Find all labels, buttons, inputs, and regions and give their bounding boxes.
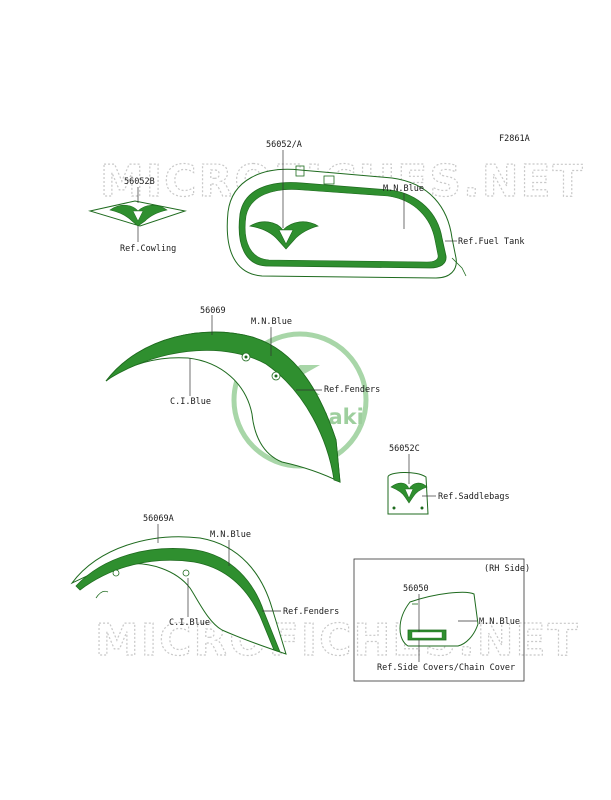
ci-blue-rear-label: C.I.Blue	[169, 618, 210, 628]
fuel-tank-drawing	[226, 165, 467, 279]
mn-blue-side-label: M.N.Blue	[479, 617, 520, 627]
ref-fenders-rear-label: Ref.Fenders	[283, 607, 339, 617]
part-56069a-label: 56069A	[143, 514, 174, 524]
side-cover-drawing	[399, 591, 479, 647]
ref-saddlebags-label: Ref.Saddlebags	[438, 492, 510, 502]
rh-side-box	[353, 558, 525, 682]
watermark-bottom: MICROFICHES.NET	[95, 615, 580, 666]
figure-code: F2861A	[499, 134, 530, 144]
ref-fuel-tank-label: Ref.Fuel Tank	[458, 237, 525, 247]
part-56052c-label: 56052C	[389, 444, 420, 454]
part-56069-label: 56069	[200, 306, 226, 316]
mn-blue-tank-label: M.N.Blue	[383, 184, 424, 194]
rear-fender-drawing	[70, 536, 287, 655]
cowling-emblem-drawing	[88, 200, 187, 227]
saddlebag-emblem-drawing	[387, 472, 429, 515]
mn-blue-rear-label: M.N.Blue	[210, 530, 251, 540]
ci-blue-front-label: C.I.Blue	[170, 397, 211, 407]
ref-fenders-front-label: Ref.Fenders	[324, 385, 380, 395]
part-56050-label: 56050	[403, 584, 429, 594]
rh-side-label: (RH Side)	[484, 564, 530, 574]
mn-blue-front-label: M.N.Blue	[251, 317, 292, 327]
front-fender-drawing	[105, 331, 341, 483]
part-56052b-label: 56052B	[124, 177, 155, 187]
ref-cowling-label: Ref.Cowling	[120, 244, 176, 254]
ref-side-covers-label: Ref.Side Covers/Chain Cover	[377, 663, 515, 673]
part-56052a-label: 56052/A	[266, 140, 302, 150]
